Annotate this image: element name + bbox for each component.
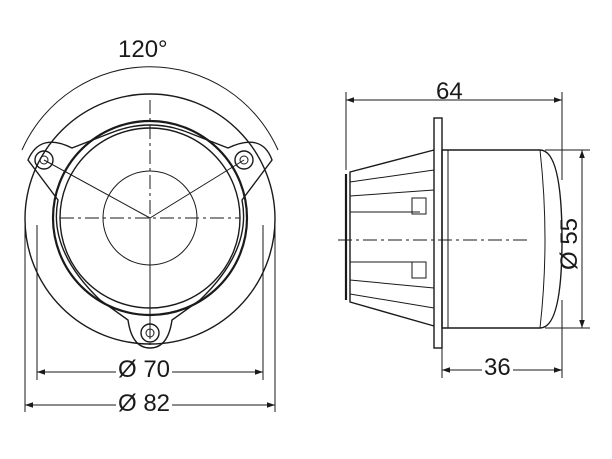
mounting-hole-left-inner (39, 155, 49, 165)
dim-label-angle: 120° (118, 36, 168, 63)
rib-5 (349, 279, 435, 289)
dim-label-lens-diameter: Ø 55 (556, 217, 583, 270)
rib-2 (349, 189, 435, 197)
side-lens-curve (539, 149, 546, 329)
side-flange-plate (433, 117, 443, 349)
side-connector-bottom (411, 261, 427, 279)
mounting-hole-left (34, 150, 54, 170)
mounting-hole-right (234, 150, 254, 170)
side-rear-housing (349, 149, 435, 327)
pitch-arc (21, 66, 279, 151)
side-view (338, 92, 590, 378)
side-lens-body (441, 149, 563, 329)
spoke-right (149, 159, 245, 219)
rib-1 (349, 169, 435, 183)
spoke-left (43, 159, 151, 219)
dim-label-inner-diameter: Ø 70 (116, 356, 173, 383)
dim-label-depth: 64 (436, 78, 463, 105)
dim-label-lens-depth: 36 (482, 354, 513, 381)
dim-label-outer-diameter: Ø 82 (116, 390, 173, 417)
mounting-hole-right-inner (239, 155, 249, 165)
side-connector-top (411, 197, 427, 215)
rib-6 (349, 293, 435, 309)
